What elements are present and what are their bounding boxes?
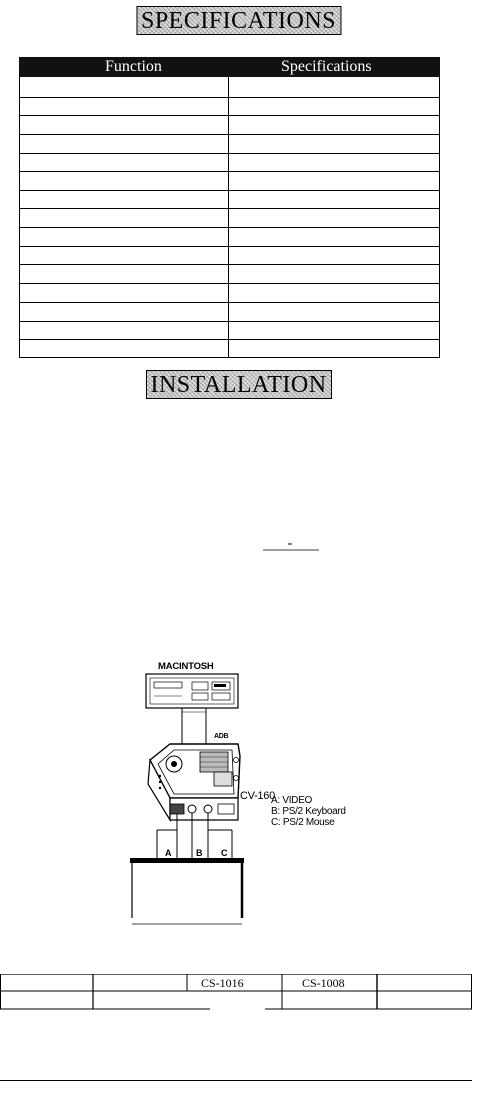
connection-diagram: MACINTOSH ADB CV-160 xyxy=(110,660,310,930)
model-table-grid xyxy=(0,974,472,1010)
kvm-switch-icon xyxy=(147,743,241,823)
column-header-function: Function xyxy=(105,58,162,75)
stray-mark xyxy=(263,543,319,551)
specifications-heading: SPECIFICATIONS xyxy=(135,6,342,35)
installation-heading: INSTALLATION xyxy=(145,370,332,399)
table-row xyxy=(20,227,439,228)
adb-cable-label: ADB xyxy=(214,733,229,740)
table-row xyxy=(20,134,439,135)
legend-item-keyboard: B: PS/2 Keyboard xyxy=(271,806,346,817)
column-header-specifications: Specifications xyxy=(281,58,372,75)
table-row xyxy=(20,190,439,191)
device-label: CV-160 xyxy=(240,790,275,802)
port-letter-a: A xyxy=(165,848,172,858)
table-header: Function Specifications xyxy=(19,57,440,77)
model-table: CS-1016 CS-1008 xyxy=(0,974,472,1012)
table-row xyxy=(20,115,439,116)
table-row xyxy=(20,153,439,154)
table-row xyxy=(20,97,439,98)
table-row xyxy=(20,302,439,303)
diagram-legend: A: VIDEO B: PS/2 Keyboard C: PS/2 Mouse xyxy=(271,795,346,828)
page-bottom-rule xyxy=(0,1080,472,1081)
model-cs-1016: CS-1016 xyxy=(201,976,244,990)
table-row xyxy=(20,264,439,265)
diagram-drawing xyxy=(130,673,244,925)
legend-item-video: A: VIDEO xyxy=(271,795,312,806)
table-row xyxy=(20,171,439,172)
legend-item-mouse: C: PS/2 Mouse xyxy=(271,817,335,828)
port-letter-c: C xyxy=(221,848,228,858)
macintosh-label: MACINTOSH xyxy=(158,661,214,672)
macintosh-unit-icon xyxy=(145,673,239,709)
table-row xyxy=(20,339,439,340)
model-cs-1008: CS-1008 xyxy=(302,976,345,990)
column-divider xyxy=(228,77,229,357)
table-row xyxy=(20,246,439,247)
table-row xyxy=(20,283,439,284)
table-row xyxy=(20,208,439,209)
port-letter-b: B xyxy=(196,848,203,858)
specifications-table: Function Specifications xyxy=(19,57,440,358)
table-row xyxy=(20,321,439,322)
